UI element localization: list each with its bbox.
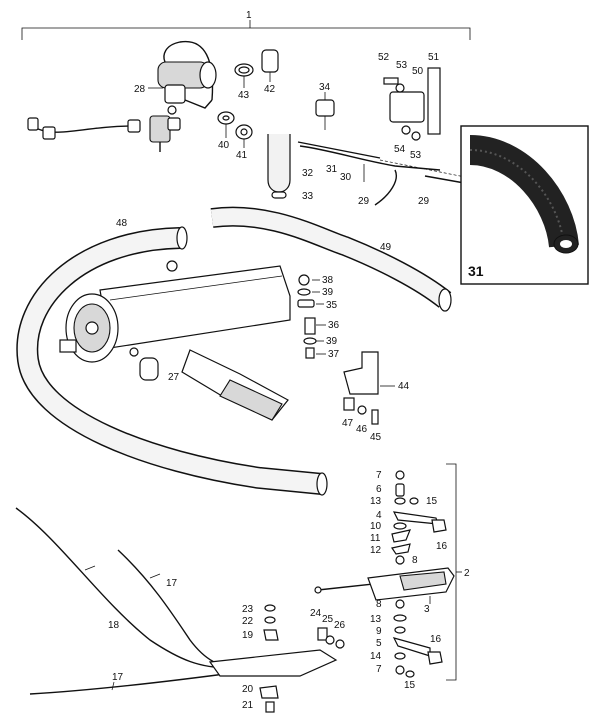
callout-23: 23 — [242, 604, 254, 615]
callout-24: 24 — [310, 608, 322, 619]
callout-15b: 15 — [404, 680, 416, 691]
small-hoses-29-33 — [267, 134, 471, 206]
callout-46: 46 — [356, 424, 368, 435]
callout-30: 30 — [340, 172, 352, 183]
callout-40: 40 — [218, 140, 230, 151]
callout-19: 19 — [242, 630, 254, 641]
callout-16a: 16 — [436, 541, 448, 552]
callout-11: 11 — [370, 533, 381, 544]
switch-34 — [315, 92, 335, 130]
cable-clamp-assembly — [208, 604, 345, 713]
callout-36: 36 — [328, 320, 340, 331]
callout-4: 4 — [376, 510, 382, 521]
callout-13a: 13 — [370, 496, 382, 507]
callout-29b: 29 — [418, 196, 430, 207]
callout-7b: 7 — [376, 664, 382, 675]
callout-39a: 39 — [322, 287, 334, 298]
callout-8a: 8 — [412, 555, 418, 566]
relay-bracket-50-54 — [383, 67, 441, 141]
callout-53b: 53 — [410, 150, 422, 161]
assembly-bracket-2: 2 — [446, 463, 470, 681]
callout-39b: 39 — [326, 336, 338, 347]
assembly-bracket-1: 1 — [21, 10, 471, 40]
callout-14: 14 — [370, 651, 382, 662]
callout-32: 32 — [302, 168, 314, 179]
callout-48: 48 — [116, 218, 128, 229]
callout-42: 42 — [264, 84, 276, 95]
callout-54: 54 — [394, 144, 406, 155]
callout-1: 1 — [246, 10, 252, 21]
callout-51: 51 — [428, 52, 440, 63]
callout-44: 44 — [398, 381, 410, 392]
parts-40-43 — [217, 49, 279, 148]
callout-18: 18 — [108, 620, 120, 631]
callout-21: 21 — [242, 700, 254, 711]
callout-13b: 13 — [370, 614, 382, 625]
callout-41: 41 — [236, 150, 248, 161]
callout-10: 10 — [370, 521, 382, 532]
callout-37: 37 — [328, 349, 340, 360]
heater-unit-27 — [59, 260, 291, 421]
callout-17b: 17 — [112, 672, 124, 683]
callout-15a: 15 — [426, 496, 438, 507]
callout-3: 3 — [424, 604, 430, 615]
callout-2: 2 — [464, 568, 470, 579]
large-hose-48 — [16, 226, 328, 496]
callout-28: 28 — [134, 84, 146, 95]
callout-49: 49 — [380, 242, 392, 253]
callout-26: 26 — [334, 620, 346, 631]
callout-31: 31 — [326, 164, 338, 175]
callout-35: 35 — [326, 300, 338, 311]
callout-29a: 29 — [358, 196, 370, 207]
callout-8b: 8 — [376, 599, 382, 610]
callout-27: 27 — [168, 372, 180, 383]
callout-9: 9 — [376, 626, 382, 637]
fuel-pump-assembly — [148, 40, 217, 115]
control-cables — [15, 507, 241, 695]
callout-7a: 7 — [376, 470, 382, 481]
callout-6: 6 — [376, 484, 382, 495]
lever-parts-upper — [391, 470, 447, 565]
callout-33: 33 — [302, 191, 314, 202]
lever-parts-lower — [392, 599, 443, 678]
bracket-44-47 — [343, 351, 395, 425]
large-hose-49 — [210, 206, 452, 312]
fuel-line-with-filter — [27, 115, 181, 152]
callout-5: 5 — [376, 638, 382, 649]
callout-12: 12 — [370, 545, 382, 556]
callout-17a: 17 — [166, 578, 178, 589]
callout-34: 34 — [319, 82, 331, 93]
callout-16b: 16 — [430, 634, 442, 645]
callout-22: 22 — [242, 616, 254, 627]
inset-label: 31 — [468, 263, 484, 279]
callout-50: 50 — [412, 66, 424, 77]
callout-45: 45 — [370, 432, 382, 443]
callout-53a: 53 — [396, 60, 408, 71]
callout-25: 25 — [322, 614, 334, 625]
small-parts-35-39 — [297, 274, 326, 359]
callout-47: 47 — [342, 418, 354, 429]
callout-43: 43 — [238, 90, 250, 101]
callout-52: 52 — [378, 52, 390, 63]
inset-hose-detail: 31 — [460, 125, 589, 285]
callout-20: 20 — [242, 684, 254, 695]
callout-38: 38 — [322, 275, 334, 286]
control-lever-assembly-3 — [314, 567, 455, 604]
